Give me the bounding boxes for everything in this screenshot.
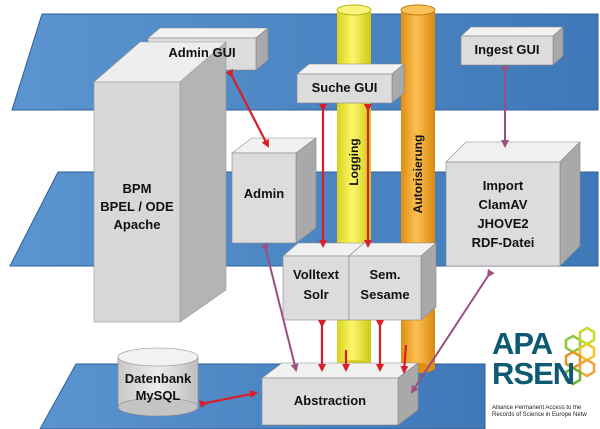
arrow-import-abstraction: [410, 268, 495, 394]
abstraction-label: Abstraction: [293, 393, 367, 408]
ingest-gui-label: Ingest GUI: [474, 42, 540, 57]
import-rdf: RDF-Datei: [471, 235, 535, 250]
logo-tagline-1: Alliance Permanent Access to the: [492, 405, 582, 411]
import-jhove2: JHOVE2: [477, 216, 529, 231]
arrow-admingui-admin: [225, 68, 269, 148]
admin-gui-label: Admin GUI: [168, 45, 236, 60]
bpm-engine: BPEL / ODE: [100, 199, 174, 214]
sem-engine: Sesame: [360, 287, 410, 302]
datenbank-cylinder: [117, 347, 199, 417]
logo-line2: RSEN: [492, 356, 575, 391]
admin-label: Admin: [243, 186, 285, 201]
suche-gui-label: Suche GUI: [311, 80, 378, 95]
ingest-gui-box: [460, 26, 564, 66]
import-clamav: ClamAV: [478, 197, 528, 212]
bpm-label: BPM BPEL / ODE Apache: [94, 180, 180, 234]
logo-tagline: Alliance Permanent Access to the Records…: [492, 405, 600, 419]
admin-box: [231, 137, 317, 244]
arrow-datenbank-abstraction: [199, 390, 258, 409]
logging-label: Logging: [347, 138, 361, 186]
sem-label: Sem. Sesame: [349, 265, 421, 305]
bpm-title: BPM: [122, 181, 152, 196]
sem-title: Sem.: [369, 267, 401, 282]
autorisierung-label: Autorisierung: [411, 134, 425, 214]
bpm-server: Apache: [113, 217, 161, 232]
datenbank-title: Datenbank: [124, 371, 192, 386]
sem-box: [348, 242, 437, 321]
suche-gui-box: [296, 63, 405, 104]
datenbank-engine: MySQL: [135, 388, 181, 403]
import-box: [445, 141, 581, 267]
datenbank-label: Datenbank MySQL: [118, 370, 198, 404]
aparsen-hexagon-icon: [564, 326, 596, 386]
logo-line1: APA: [492, 326, 553, 361]
import-title: Import: [482, 178, 524, 193]
import-label: Import ClamAV JHOVE2 RDF-Datei: [446, 176, 560, 252]
volltext-label: Volltext Solr: [283, 265, 349, 305]
bpm-box: [93, 41, 227, 323]
logo-tagline-2: Records of Science in Europe Netw: [492, 412, 587, 418]
volltext-engine: Solr: [303, 287, 329, 302]
volltext-title: Volltext: [293, 267, 339, 282]
arrow-autorisierung-abstraction: [400, 344, 409, 374]
arrow-admin-abstraction: [260, 243, 299, 372]
